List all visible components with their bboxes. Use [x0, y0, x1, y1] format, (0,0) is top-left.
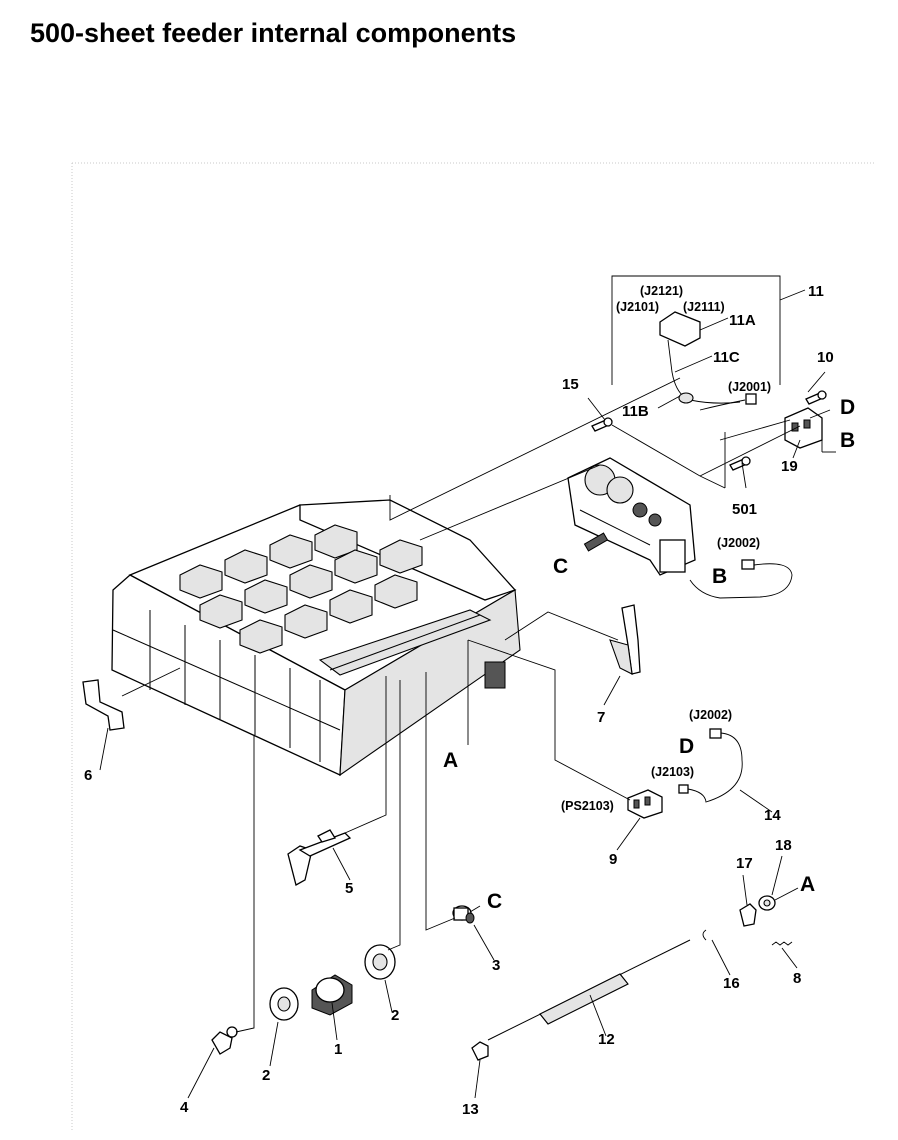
callout-10: 10: [817, 349, 834, 366]
sensor-actuator-icon: [287, 829, 352, 886]
page-title: 500-sheet feeder internal components: [30, 18, 517, 48]
connector-j2002-mid: (J2002): [689, 708, 732, 722]
roller-shaft-icon: [487, 939, 691, 1041]
screw-icon: [591, 390, 827, 471]
callout-14: 14: [764, 807, 781, 824]
connector-ps2103: (PS2103): [561, 799, 614, 813]
connector-j2121: (J2121): [640, 284, 683, 298]
feeder-tray-assembly-icon: [111, 499, 521, 777]
ref-b-top: B: [840, 429, 855, 452]
connector-j2002-upper: [689, 559, 793, 599]
tray-honeycomb: [179, 524, 423, 654]
callout-1: 1: [334, 1041, 342, 1058]
callout-6: 6: [84, 767, 92, 784]
connector-labels: (J2121) (J2101) (J2111) (J2001) (J2002) …: [561, 284, 771, 813]
ref-d-top: D: [840, 396, 855, 419]
callout-5: 5: [345, 880, 353, 897]
connector-j2001: (J2001): [728, 380, 771, 394]
ref-b-mid: B: [712, 565, 727, 588]
guide-bracket-icon: [609, 604, 641, 675]
callout-7: 7: [597, 709, 605, 726]
callout-13: 13: [462, 1101, 479, 1118]
callout-18: 18: [775, 837, 792, 854]
callout-15: 15: [562, 376, 579, 393]
tray-clip-icon: [82, 679, 125, 731]
shaft-hardware-icon: [471, 895, 793, 1061]
callout-11: 11: [808, 283, 824, 300]
callout-17: 17: [736, 855, 753, 872]
paper-sensor-icon: [627, 728, 743, 819]
callout-501: 501: [732, 501, 757, 518]
connector-j2101: (J2101): [616, 300, 659, 314]
drive-gear-assembly-icon: [567, 457, 696, 576]
ref-c-mid: C: [487, 890, 502, 913]
leader-lines: [99, 275, 836, 1099]
pick-roller-icon: [269, 944, 396, 1021]
ref-a-right: A: [800, 873, 815, 896]
latch-icon: [211, 1026, 238, 1055]
bushing-icon: [452, 905, 475, 924]
callout-3: 3: [492, 957, 500, 974]
connector-j2111: (J2111): [683, 300, 725, 314]
connector-j2002-top: (J2002): [717, 536, 760, 550]
callout-4: 4: [180, 1099, 189, 1116]
diagram-frame: [71, 162, 876, 1132]
callout-16: 16: [723, 975, 740, 992]
connector-j2103: (J2103): [651, 765, 694, 779]
cable-harness-icon: [659, 311, 757, 411]
callout-19: 19: [781, 458, 798, 475]
callout-11b: 11B: [622, 403, 649, 420]
sensor-board-icon: [784, 407, 823, 449]
callout-8: 8: [793, 970, 801, 987]
callout-11a: 11A: [729, 312, 756, 329]
ref-c-top: C: [553, 555, 568, 578]
callout-2-lower: 2: [262, 1067, 270, 1084]
reference-letters: D B C B D A A C: [443, 396, 855, 913]
callout-12: 12: [598, 1031, 615, 1048]
ref-d-mid: D: [679, 735, 694, 758]
ref-a-left: A: [443, 749, 458, 772]
callout-11c: 11C: [713, 349, 740, 366]
part-callouts: 11 11A 11C 11B 10 15 19 501 7 6 14 9 17 …: [84, 283, 834, 1118]
callout-2-upper: 2: [391, 1007, 399, 1024]
callout-9: 9: [609, 851, 617, 868]
